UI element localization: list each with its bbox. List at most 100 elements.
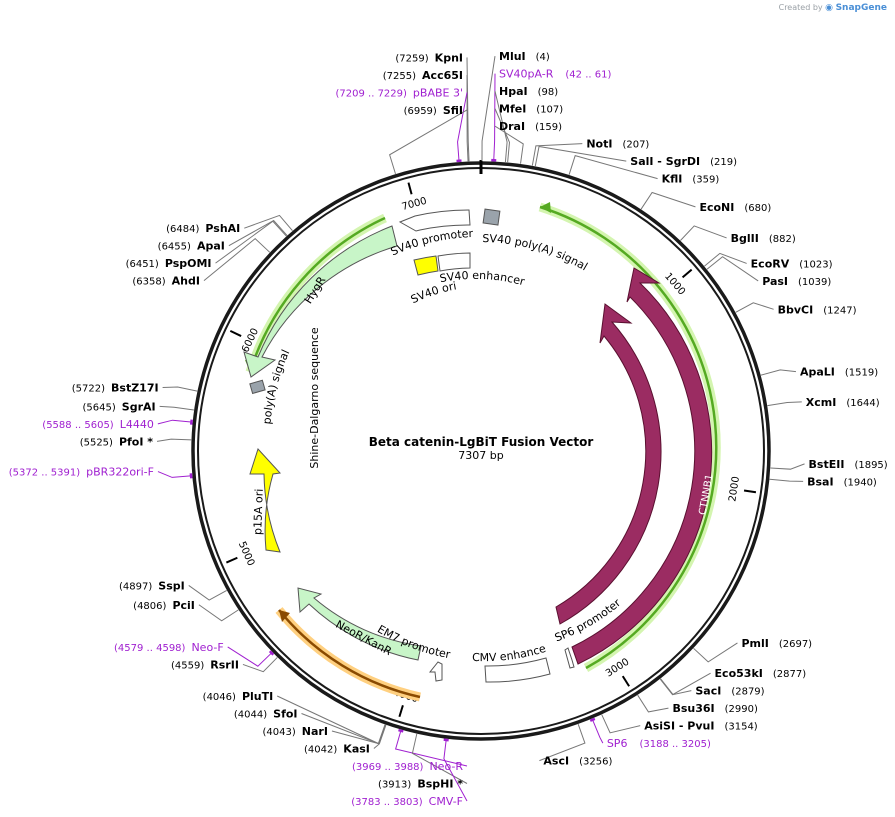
enzyme-position: (219) [710,157,737,168]
primer-label[interactable]: SP6(3188 .. 3205) [607,737,711,750]
primer-name: SV40pA-R [499,68,554,81]
enzyme-position: (1039) [798,277,831,288]
enzyme-position: (4806) [133,601,166,612]
primer-label[interactable]: SV40pA-R(42 .. 61) [499,68,611,81]
enzyme-label[interactable]: EcoNI(680) [699,201,771,214]
enzyme-name: BspHI * [417,778,463,791]
enzyme-label[interactable]: BstEII(1895) [809,458,888,471]
enzyme-position: (159) [535,122,562,133]
enzyme-label[interactable]: Eco53kI(2877) [715,667,807,680]
credit-brand: SnapGene [835,3,887,13]
enzyme-label[interactable]: BsaI(1940) [807,475,877,488]
enzyme-label[interactable]: KasI (4042) [304,743,370,756]
sv40-polya-label: SV40 poly(A) signal [482,232,590,273]
enzyme-position: (7255) [383,71,416,82]
enzyme-name: BstEII [809,458,845,471]
enzyme-label[interactable]: BspHI *(3913) [378,778,463,791]
enzyme-label[interactable]: ApaI (6455) [158,240,225,253]
enzyme-label[interactable]: BglII (882) [731,232,796,245]
enzyme-position: (882) [769,234,796,245]
enzyme-label[interactable]: NarI(4043) [263,725,328,738]
enzyme-position: (2697) [779,639,812,650]
plasmid-length: 7307 bp [458,449,503,462]
credit-text: Created by [778,3,823,12]
enzyme-label[interactable]: HpaI(98) [499,85,558,98]
enzyme-name: KasI [343,743,370,756]
enzyme-leader [680,225,727,241]
enzyme-label[interactable]: SacI(2879) [695,685,764,698]
enzyme-position: (3154) [724,722,757,733]
enzyme-leader [601,714,641,734]
orf-outer-arrowhead [540,202,551,213]
enzyme-label[interactable]: MfeI(107) [499,103,563,116]
feature-sv40-enhancer[interactable]: SV40 enhancer [437,252,527,288]
enzyme-label[interactable]: Bsu36I(2990) [672,702,758,715]
enzyme-label[interactable]: AscI(3256) [543,755,612,768]
primer-position: (5372 .. 5391) [9,468,81,479]
neor-arc-arrowhead [279,610,290,622]
primer-label[interactable]: Neo-R(3969 .. 3988) [352,760,463,773]
feature-p15a-ori[interactable]: p15A ori [249,448,282,553]
enzyme-label[interactable]: PasI(1039) [762,275,831,288]
primer-label[interactable]: pBR322ori-F(5372 .. 5391) [9,466,154,479]
enzyme-label[interactable]: AhdI(6358) [132,275,200,288]
enzyme-name: NotI [586,138,612,151]
enzyme-label[interactable]: BstZ17I(5722) [72,382,159,395]
primer-label[interactable]: CMV-F(3783 .. 3803) [351,795,463,808]
enzyme-label[interactable]: EcoRV(1023) [751,257,833,270]
primer-site [268,650,275,656]
primer-label[interactable]: L4440(5588 .. 5605) [42,418,154,431]
enzyme-label[interactable]: DraI(159) [499,120,562,133]
enzyme-label[interactable]: PfoI *(5525) [80,435,154,448]
enzyme-label[interactable]: PmlI (2697) [741,637,812,650]
enzyme-position: (3256) [579,757,612,768]
enzyme-label[interactable]: KpnI(7259) [395,51,463,64]
ctnnb1-arrow [571,267,713,665]
enzyme-label[interactable]: Acc65I(7255) [383,69,463,82]
enzyme-label[interactable]: PshAI(6484) [166,222,240,235]
enzyme-leader [215,220,287,264]
enzyme-name: XcmI [806,396,837,409]
enzyme-label[interactable]: RsrII(4559) [171,658,239,671]
enzyme-position: (4042) [304,745,337,756]
enzyme-label[interactable]: SfiI(6959) [404,104,463,117]
enzyme-label[interactable]: NotI(207) [586,138,649,151]
primer-position: (4579 .. 4598) [114,643,186,654]
primer-name: SP6 [607,737,628,750]
enzyme-label[interactable]: SalI - SgrDI(219) [630,155,737,168]
enzyme-label[interactable]: XcmI(1644) [806,396,880,409]
enzyme-label[interactable]: SspI(4897) [119,579,185,592]
enzyme-position: (6455) [158,242,191,253]
enzyme-label[interactable]: PspOMI(6451) [126,257,212,270]
feature-sv40-promoter[interactable]: SV40 promoter [389,209,474,258]
enzyme-label[interactable]: SgrAI(5645) [83,400,156,413]
plasmid-title: Beta catenin-LgBiT Fusion Vector [369,435,594,449]
primer-leader [443,738,468,802]
enzyme-label[interactable]: BbvCI(1247) [778,303,857,316]
enzyme-name: MluI [499,50,526,63]
feature-ctnnb1[interactable]: CTNNB1 [571,267,716,665]
enzyme-label[interactable]: AsiSI - PvuI(3154) [644,720,758,733]
enzyme-leader [159,405,194,411]
enzyme-name: PmlI [741,637,768,650]
enzyme-label[interactable]: PciI(4806) [133,599,195,612]
enzyme-name: ApaI [197,240,225,253]
enzyme-leader [735,302,774,313]
label-layer: KpnI(7259) Acc65I(7255) pBABE 3'(7209 .. 7… [9,50,888,808]
enzyme-position: (7259) [395,53,428,64]
enzyme-label[interactable]: PluTI(4046) [203,690,274,703]
primer-label[interactable]: pBABE 3'(7209 .. 7229) [336,86,464,99]
enzyme-name: RsrII [210,658,239,671]
enzyme-name: SacI [695,685,721,698]
enzyme-label[interactable]: MluI(4) [499,50,550,63]
enzyme-name: BglII [731,232,759,245]
enzyme-label[interactable]: ApaLI(1519) [800,366,878,379]
enzyme-leader [244,214,293,231]
primer-label[interactable]: Neo-F(4579 .. 4598) [114,641,224,654]
enzyme-position: (6451) [126,259,159,270]
orf-outer-arc [538,202,721,672]
snapgene-credit: Created by ◉ SnapGene [779,3,887,13]
enzyme-label[interactable]: SfoI(4044) [234,708,298,721]
enzyme-label[interactable]: KflI(359) [662,173,720,186]
